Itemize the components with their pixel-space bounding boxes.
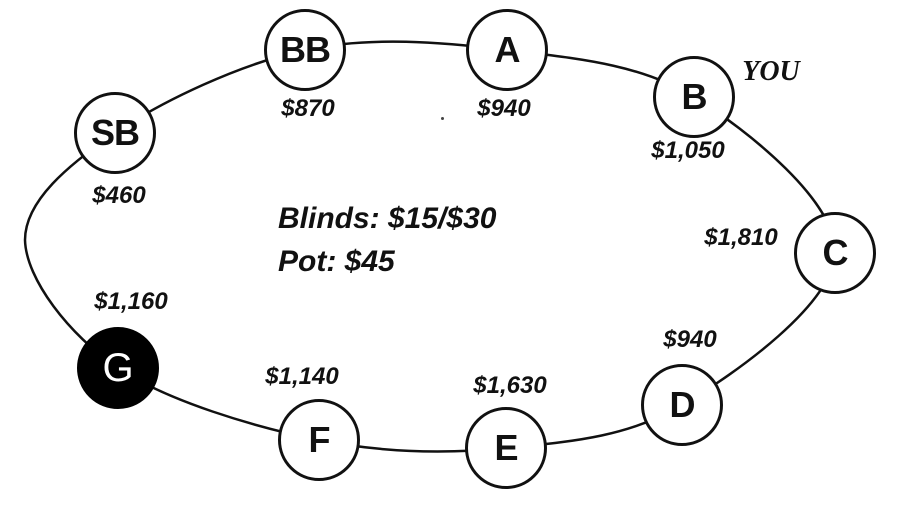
stack-g: $1,160	[94, 288, 168, 315]
blinds-line: Blinds: $15/$30	[278, 202, 497, 235]
seat-c: C	[794, 212, 876, 294]
seat-d: D	[641, 364, 723, 446]
blinds-pot-info: Blinds: $15/$30 Pot: $45	[278, 197, 496, 283]
seat-b: B	[653, 56, 735, 138]
seat-e: E	[465, 407, 547, 489]
seat-sb: SB	[74, 92, 156, 174]
seat-g-filled: G	[77, 327, 159, 409]
stack-bb: $870	[281, 95, 335, 122]
seat-bb: BB	[264, 9, 346, 91]
stack-sb: $460	[92, 182, 146, 209]
stack-a: $940	[477, 95, 531, 122]
pot-line: Pot: $45	[278, 245, 395, 278]
stack-f: $1,140	[265, 363, 339, 390]
you-label: YOU	[742, 56, 800, 87]
stack-b: $1,050	[651, 137, 725, 164]
seat-f: F	[278, 399, 360, 481]
ink-speck	[441, 117, 444, 120]
stack-c: $1,810	[704, 224, 778, 251]
stack-e: $1,630	[473, 372, 547, 399]
stack-d: $940	[663, 326, 717, 353]
seat-a: A	[466, 9, 548, 91]
